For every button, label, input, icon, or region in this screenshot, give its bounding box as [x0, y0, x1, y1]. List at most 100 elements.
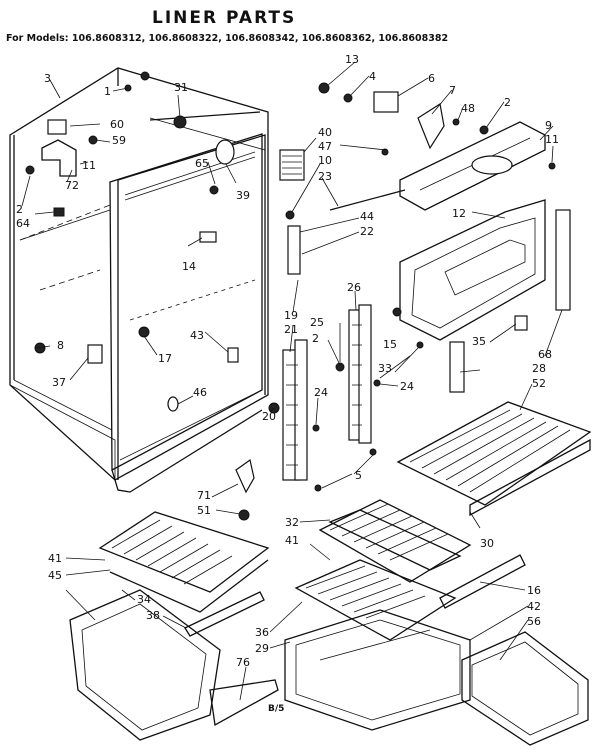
- light-bulb-39: [215, 139, 235, 165]
- vent-opening: [471, 155, 513, 175]
- label-44: 44: [360, 210, 374, 223]
- screw-47: [381, 148, 389, 156]
- crisper-cover-41-right: [294, 554, 526, 641]
- liner-cabinet: [9, 67, 269, 493]
- label-60: 60: [110, 118, 124, 131]
- label-24b: 24: [400, 380, 414, 393]
- label-71: 71: [197, 489, 211, 502]
- label-56: 56: [527, 615, 541, 628]
- label-11b: 11: [545, 133, 559, 146]
- valve-71: [235, 458, 255, 494]
- clip-37: [87, 344, 103, 364]
- clip-35: [514, 315, 528, 331]
- screw-2a: [25, 165, 35, 175]
- label-10: 10: [318, 154, 332, 167]
- label-43: 43: [190, 329, 204, 342]
- label-33: 33: [378, 362, 392, 375]
- switch-bracket-44: [287, 225, 301, 275]
- label-41a: 41: [48, 552, 62, 565]
- label-47: 47: [318, 140, 332, 153]
- label-23: 23: [318, 170, 332, 183]
- label-17: 17: [158, 352, 172, 365]
- screw-11b: [548, 162, 556, 170]
- glass-shelf-32: [318, 499, 472, 583]
- label-28: 28: [532, 362, 546, 375]
- drain-46: [167, 396, 179, 412]
- label-22: 22: [360, 225, 374, 238]
- label-42: 42: [527, 600, 541, 613]
- clip-64: [53, 207, 65, 217]
- grommet-13: [318, 82, 330, 94]
- label-34: 34: [137, 593, 151, 606]
- grommet-1: [140, 71, 150, 81]
- label-8: 8: [57, 339, 64, 352]
- strip-68: [555, 209, 571, 311]
- light-shield-40: [279, 149, 305, 181]
- label-12: 12: [452, 207, 466, 220]
- label-59: 59: [112, 134, 126, 147]
- label-37: 37: [52, 376, 66, 389]
- label-24a: 24: [314, 386, 328, 399]
- label-38: 38: [146, 609, 160, 622]
- label-4: 4: [369, 70, 376, 83]
- label-40: 40: [318, 126, 332, 139]
- label-68: 68: [538, 348, 552, 361]
- bracket-60: [47, 119, 67, 135]
- label-79: 76: [236, 656, 250, 669]
- wire-shelf-52: [396, 401, 592, 517]
- part-labels: 1 3 31 60 59 11 72 2 64 65 39 14 8 37 17…: [16, 53, 559, 669]
- label-26: 26: [347, 281, 361, 294]
- screw-33: [416, 341, 424, 349]
- label-21: 21: [284, 323, 298, 336]
- clip-43: [227, 347, 239, 363]
- screw-59: [88, 135, 98, 145]
- label-7: 7: [449, 84, 456, 97]
- label-13: 13: [345, 53, 359, 66]
- fan-blade-7: [417, 103, 445, 150]
- label-11a: 11: [82, 159, 96, 172]
- fan-housing-9: [399, 121, 546, 211]
- trim-16: [439, 554, 526, 609]
- label-3: 3: [44, 72, 51, 85]
- label-9: 9: [545, 119, 552, 132]
- motor-6: [373, 91, 399, 113]
- screw-24b: [373, 379, 381, 387]
- crisper-cover-41-left: [98, 511, 270, 637]
- label-2c: 2: [504, 96, 511, 109]
- bracket-14: [199, 231, 217, 243]
- models-list: For Models: 106.8608312, 106.8608322, 10…: [6, 33, 449, 44]
- screw-48: [452, 118, 460, 126]
- plug-8: [34, 342, 46, 354]
- label-25: 25: [310, 316, 324, 329]
- label-65: 65: [195, 157, 209, 170]
- label-35: 35: [472, 335, 486, 348]
- bottom-parts: [235, 458, 462, 571]
- trim-76: [209, 679, 279, 727]
- label-19: 19: [284, 309, 298, 322]
- clip-25: [335, 362, 345, 372]
- label-29: 29: [255, 642, 269, 655]
- crisper-frame-34: [109, 559, 269, 613]
- cabinet-small-parts: [25, 71, 239, 412]
- label-15: 15: [383, 338, 397, 351]
- screw-24a: [312, 424, 320, 432]
- label-32: 32: [285, 516, 299, 529]
- trim-38: [184, 591, 265, 637]
- label-1: 1: [104, 85, 111, 98]
- label-31: 31: [174, 81, 188, 94]
- label-2b: 2: [312, 332, 319, 345]
- label-64: 64: [16, 217, 30, 230]
- bracket-72: [41, 139, 77, 177]
- label-51: 51: [197, 504, 211, 517]
- control-parts: [279, 82, 556, 275]
- strip-28: [449, 341, 465, 393]
- label-20: 20: [262, 410, 276, 423]
- retainer-17: [138, 326, 150, 338]
- page-title: LINER PARTS: [152, 8, 297, 28]
- meat-pan-42: [461, 631, 589, 746]
- clip-65: [209, 185, 219, 195]
- crisper-drawer-29: [284, 609, 471, 731]
- screw-5: [314, 484, 322, 492]
- label-41b: 41: [285, 534, 299, 547]
